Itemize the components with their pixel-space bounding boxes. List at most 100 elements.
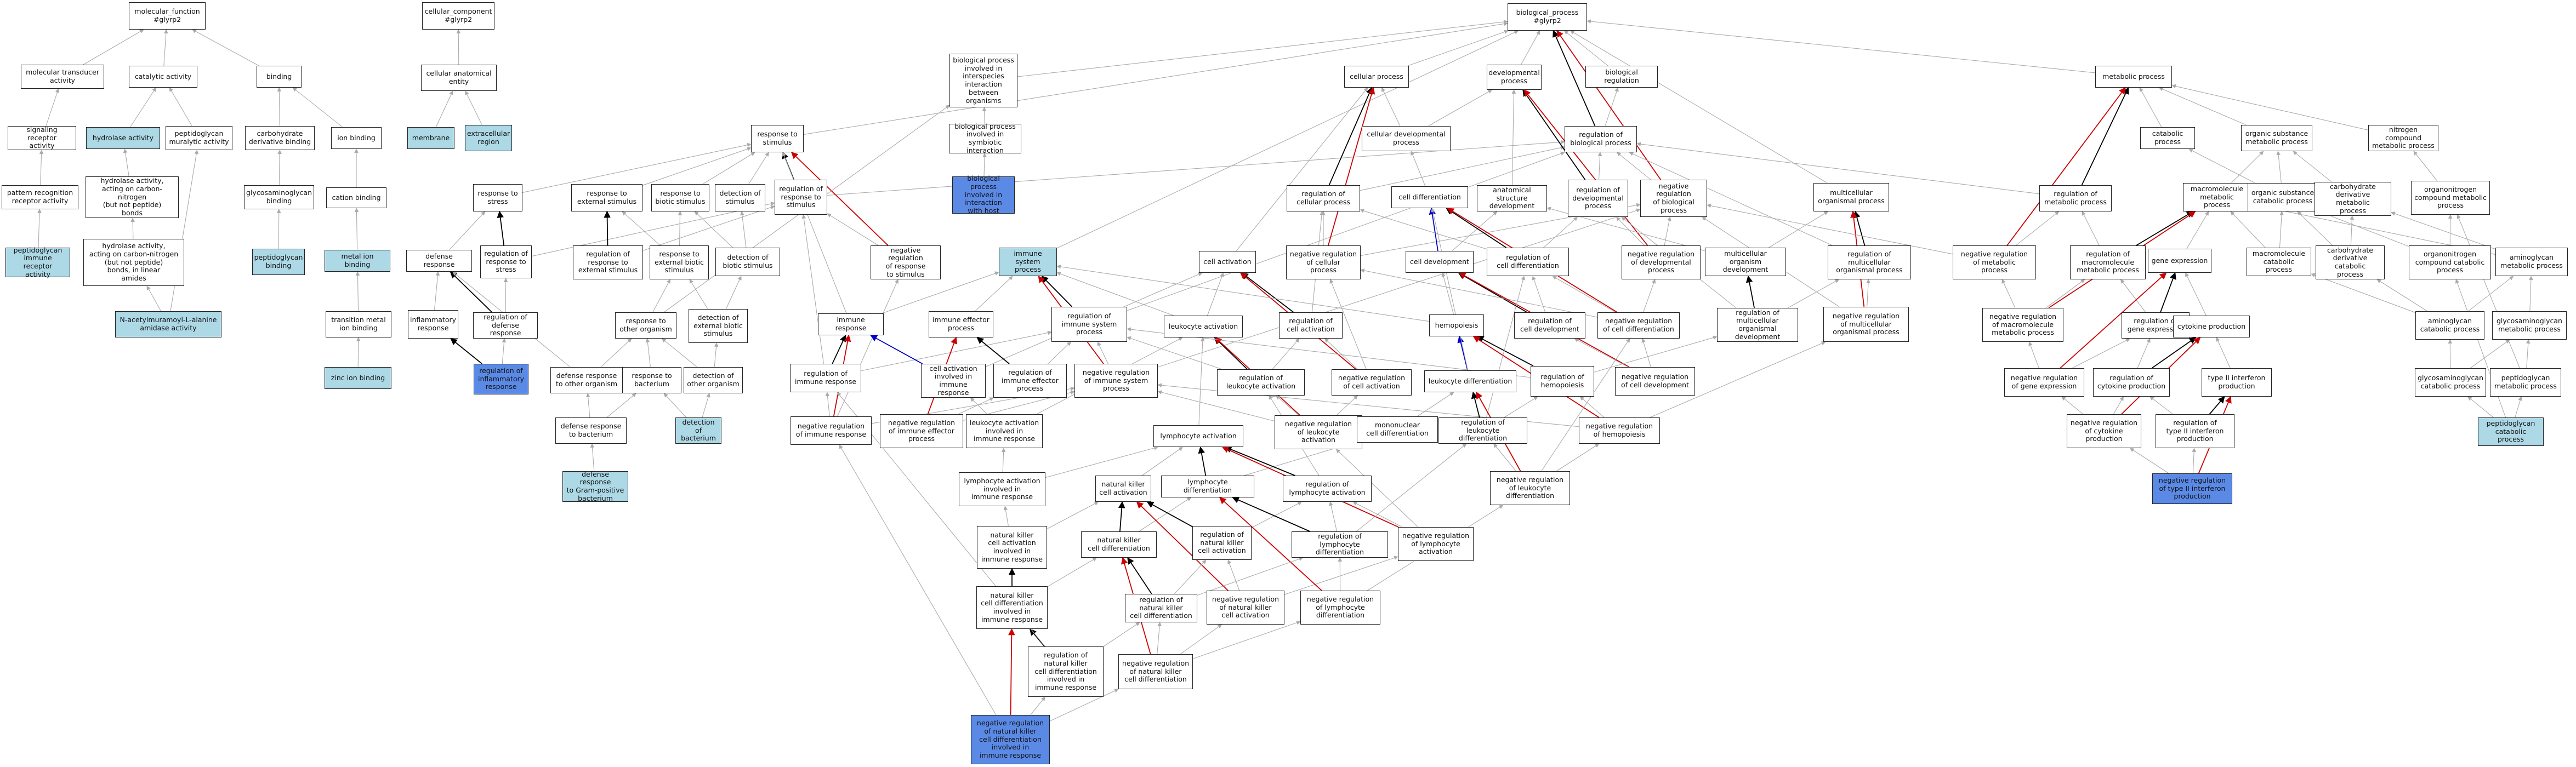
edge-is-a	[2293, 151, 2332, 182]
go-term-node-macromol-met: macromolecule metabolic process	[2183, 183, 2251, 211]
go-term-node-neg-reg-leuk-diff: negative regulation of leukocyte differe…	[1490, 471, 1570, 505]
edge-is-a	[1335, 449, 1418, 528]
edge-is-a	[1049, 689, 1119, 722]
go-term-node-detection-ext-biotic: detection of external biotic stimulus	[689, 309, 748, 343]
edge-is-a	[1236, 87, 1368, 251]
edge-is-a	[1045, 446, 1158, 478]
edge-is-a	[1428, 89, 1493, 127]
edge-is-a	[1207, 272, 1224, 316]
go-term-node-reg-defense: regulation of defense response	[473, 312, 538, 339]
go-term-node-nk-activation: natural killer cell activation	[1095, 476, 1151, 502]
edge-is-a	[2515, 396, 2522, 418]
go-term-node-neg-reg-immune-effector: negative regulation of immune effector p…	[880, 414, 963, 448]
edge-is-a	[170, 150, 199, 312]
edge-is-a	[1227, 559, 1240, 591]
go-term-node-neg-reg-cell-act: negative regulation of cell activation	[1332, 369, 1412, 396]
edge-is-a	[2279, 211, 2284, 248]
edge-positively-regulates	[870, 335, 923, 364]
go-term-node-ion-binding: ion binding	[331, 127, 382, 149]
go-term-node-carb-deriv-met: carbohydrate derivative metabolic proces…	[2315, 182, 2391, 216]
go-term-node-immune-effector: immune effector process	[929, 311, 993, 337]
edge-is-a	[2120, 279, 2146, 313]
edge-is-a	[1417, 392, 1454, 417]
edge-part-of	[1118, 501, 1125, 532]
edge-regulates	[1745, 275, 1755, 308]
edge-is-a	[1030, 696, 1046, 716]
go-term-node-resp-biotic: response to biotic stimulus	[651, 184, 709, 211]
edge-regulates	[497, 210, 505, 246]
edge-regulates	[1458, 272, 1527, 313]
edge-is-a	[1643, 279, 1656, 313]
go-term-node-extracellular: extracellular region	[465, 125, 512, 151]
edge-regulates	[450, 338, 482, 364]
edge-is-a	[2526, 339, 2530, 369]
go-term-node-reg-nk-diff-immune: regulation of natural killer cell differ…	[1028, 646, 1104, 697]
go-term-node-reg-resp-stim: regulation of response to stimulus	[775, 180, 827, 215]
go-term-node-anat-struct-dev: anatomical structure development	[1477, 185, 1547, 211]
go-term-node-reg-immune-resp: regulation of immune response	[790, 364, 861, 392]
edge-is-a	[1452, 211, 1498, 251]
edge-regulates	[2081, 87, 2129, 186]
edge-is-a	[882, 271, 999, 314]
go-term-node-neg-reg-leuk-act: negative regulation of leukocyte activat…	[1275, 415, 1362, 449]
edge-is-a	[1276, 395, 1299, 416]
go-term-node-reg-multicellular-dev: regulation of multicellular organismal d…	[1717, 308, 1798, 342]
edge-is-a	[1556, 443, 1600, 472]
go-term-node-defense-bacterium: defense response to bacterium	[555, 417, 627, 444]
edge-is-a	[702, 393, 710, 418]
edge-is-a	[46, 88, 60, 127]
edge-is-a	[37, 209, 42, 248]
go-term-node-carb-deriv-cat: carbohydrate derivative catabolic proces…	[2316, 245, 2385, 279]
go-term-node-cation-binding: cation binding	[326, 187, 386, 208]
go-term-node-multicellular-dev: multicellular organism development	[1705, 248, 1786, 276]
edge-is-a	[600, 338, 632, 368]
go-term-node-reg-macromol-met: regulation of macromolecule metabolic pr…	[2070, 245, 2146, 279]
edge-is-a	[1570, 30, 1828, 184]
edge-is-a	[2455, 279, 2506, 418]
edge-is-a	[1139, 497, 1192, 532]
edge-is-a	[192, 29, 259, 66]
go-term-node-zinc-binding: zinc ion binding	[325, 367, 391, 389]
go-term-node-lymph-diff: lymphocyte differentiation	[1161, 476, 1254, 497]
go-term-node-leuk-act-immune: leukocyte activation involved in immune …	[966, 414, 1043, 448]
edge-is-a	[1103, 622, 1140, 647]
edge-is-a	[2297, 211, 2333, 246]
go-term-node-hydrolase-linear: hydrolase activity, acting on carbon-nit…	[83, 239, 184, 286]
go-term-node-response-stimulus: response to stimulus	[751, 125, 804, 152]
go-term-node-developmental: developmental process	[1487, 65, 1542, 90]
go-term-node-reg-leuk-diff: regulation of leukocyte differentiation	[1438, 417, 1527, 444]
edge-is-a	[1251, 501, 1303, 528]
edge-is-a	[1521, 30, 1540, 65]
edge-is-a	[861, 330, 1052, 371]
go-term-node-reg-hemopoiesis: regulation of hemopoiesis	[1531, 366, 1594, 397]
edge-is-a	[1641, 338, 1651, 368]
go-term-node-glycosaminoglycan-met: glycosaminoglycan metabolic process	[2492, 311, 2567, 340]
edge-is-a	[2529, 276, 2533, 312]
edge-is-a	[1574, 338, 1629, 368]
go-term-node-reg-met-proc: regulation of metabolic process	[2039, 185, 2112, 211]
edge-is-a	[2015, 211, 2060, 246]
go-term-node-reg-nk-diff: regulation of natural killer cell differ…	[1125, 594, 1197, 622]
edge-is-a	[2158, 87, 2247, 125]
go-term-node-sig-receptor: signaling receptor activity	[8, 125, 76, 150]
edge-is-a	[1056, 265, 1430, 322]
edge-is-a	[1336, 395, 1358, 416]
edge-is-a	[522, 142, 752, 193]
go-term-node-nk-diff-immune: natural killer cell differentiation invo…	[976, 586, 1048, 629]
edge-is-a	[277, 87, 282, 127]
go-term-node-carb-deriv-binding: carbohydrate derivative binding	[245, 126, 315, 150]
go-term-node-defense-gram-pos: defense response to Gram-positive bacter…	[562, 470, 628, 502]
go-term-node-cell-activation: cell activation	[1199, 251, 1256, 273]
edge-is-a	[1486, 276, 1526, 418]
edge-is-a	[465, 90, 482, 125]
go-term-node-host-interaction: biological process involved in interacti…	[952, 174, 1015, 215]
edge-regulates	[1522, 89, 1586, 180]
edge-is-a	[689, 279, 708, 310]
edge-is-a	[2129, 448, 2169, 474]
edge-is-a	[837, 279, 899, 417]
go-term-node-neg-reg-nk-diff: negative regulation of natural killer ce…	[1118, 654, 1193, 689]
go-term-node-cytokine-production: cytokine production	[2173, 316, 2250, 337]
go-term-node-bp: biological_process #glyrp2	[1508, 3, 1587, 31]
